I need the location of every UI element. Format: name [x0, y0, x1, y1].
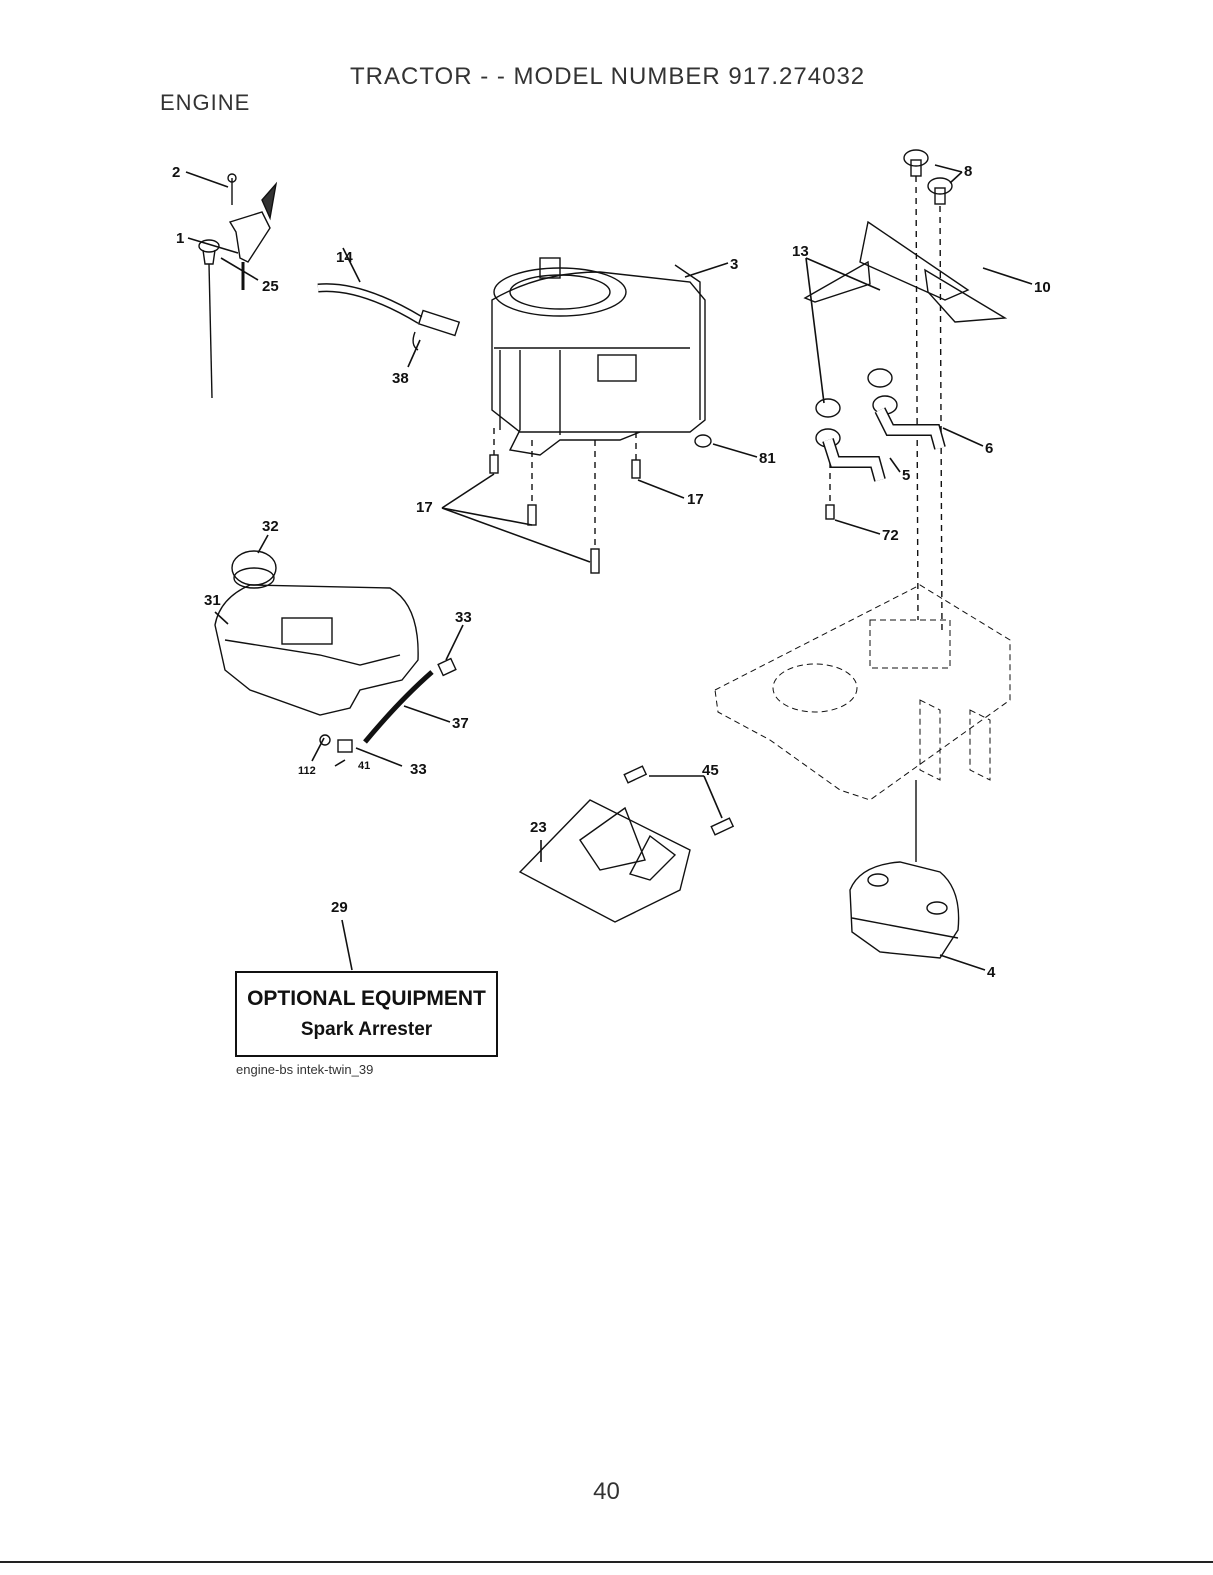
callout-4: 4 [987, 964, 996, 981]
callout-37: 37 [452, 715, 469, 732]
callout-33-top: 33 [455, 609, 472, 626]
callout-81: 81 [759, 450, 776, 467]
callout-1: 1 [176, 230, 184, 247]
fuel-hose-drawing [318, 288, 459, 350]
optional-equipment-title: OPTIONAL EQUIPMENT [237, 987, 496, 1011]
callout-45: 45 [702, 762, 719, 779]
callout-13: 13 [792, 243, 809, 260]
callout-5: 5 [902, 467, 910, 484]
exhaust-pipes-drawing [816, 369, 940, 480]
muffler-drawing [850, 780, 959, 958]
callout-112: 112 [298, 765, 316, 777]
callout-8: 8 [964, 163, 972, 180]
callout-2: 2 [172, 164, 180, 181]
choke-knob-drawing [199, 240, 219, 398]
throttle-control-drawing [228, 174, 276, 290]
callout-6: 6 [985, 440, 993, 457]
nut-drawing [695, 435, 711, 447]
optional-equipment-item: Spark Arrester [237, 1019, 496, 1041]
callout-38: 38 [392, 370, 409, 387]
callout-29: 29 [331, 899, 348, 916]
callout-23: 23 [530, 819, 547, 836]
callout-14: 14 [336, 249, 353, 266]
callout-31: 31 [204, 592, 221, 609]
leader-lines [186, 165, 1032, 970]
callout-17-right: 17 [687, 491, 704, 508]
callout-10: 10 [1034, 279, 1051, 296]
callout-41: 41 [358, 760, 370, 772]
callout-33-bottom: 33 [410, 761, 427, 778]
engine-drawing [492, 258, 705, 455]
engine-bolts-drawing [490, 455, 640, 573]
callout-32: 32 [262, 518, 279, 535]
drawing-reference: engine-bs intek-twin_39 [236, 1062, 373, 1077]
bolt-drawing [826, 505, 834, 519]
callout-17-left: 17 [416, 499, 433, 516]
optional-equipment-box: OPTIONAL EQUIPMENT Spark Arrester [235, 971, 498, 1057]
bottom-rule [0, 1561, 1213, 1563]
page-number: 40 [0, 1478, 1213, 1506]
bracket-plate-drawing [520, 766, 733, 922]
heat-shield-drawing [805, 222, 1005, 322]
tractor-frame-outline [715, 585, 1010, 800]
callout-72: 72 [882, 527, 899, 544]
alignment-lines [494, 176, 942, 632]
flange-nuts-drawing [904, 150, 952, 204]
callout-25: 25 [262, 278, 279, 295]
callout-3: 3 [730, 256, 738, 273]
fuel-tank-drawing [215, 551, 456, 752]
